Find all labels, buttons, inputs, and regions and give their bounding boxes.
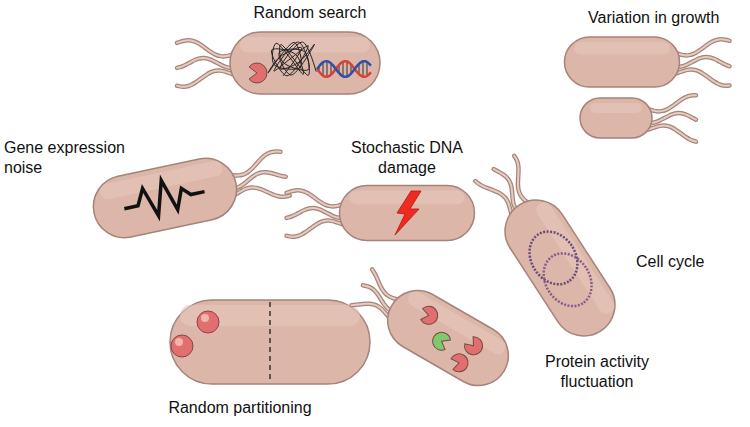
partitioned-molecule: [197, 311, 219, 333]
flagellum: [177, 40, 234, 56]
dna-rung: [343, 62, 344, 77]
cell-highlight: [590, 103, 642, 113]
flagellum: [234, 180, 290, 207]
cell-body: [565, 37, 680, 87]
flagellum-core: [177, 71, 234, 87]
flagellum-core: [231, 168, 286, 189]
flagellum: [648, 95, 696, 111]
cell-body: [377, 280, 520, 397]
protein: [249, 63, 267, 83]
flagellum: [287, 208, 344, 218]
cell-highlight: [405, 289, 508, 357]
caption-label: Random partitioning: [150, 398, 330, 418]
bacterium: [287, 186, 475, 241]
molecule-shine: [201, 314, 209, 322]
flagellum: [287, 221, 344, 237]
cell-body: [493, 188, 627, 348]
flagellum-core: [177, 40, 234, 56]
partitioned-molecule: [171, 335, 193, 357]
caption-label: Stochastic DNA damage: [347, 138, 467, 178]
flagellum-core: [648, 126, 696, 142]
flagellum: [177, 71, 234, 87]
flagellum: [231, 168, 286, 189]
cell-body: [580, 98, 652, 138]
flagellum-core: [351, 295, 391, 325]
protein: [462, 335, 486, 359]
molecule-shine: [175, 338, 183, 346]
flagellum-core: [676, 39, 730, 55]
protein: [429, 329, 452, 353]
dna-strand: [317, 61, 371, 77]
flagellum-core: [475, 172, 515, 221]
search-trajectory: [268, 42, 316, 76]
flagellum: [676, 39, 730, 55]
flagellum: [648, 126, 696, 142]
flagellum-core: [287, 190, 344, 206]
flagellum-core: [287, 208, 344, 218]
protein: [420, 305, 439, 326]
flagellum-core: [676, 70, 730, 86]
dna-rung: [367, 62, 368, 76]
flagellum: [177, 58, 234, 68]
bacterium: [469, 151, 627, 347]
bacterium: [170, 300, 370, 384]
flagellum: [676, 70, 730, 86]
flagellum: [475, 172, 515, 221]
dna-rung: [363, 61, 364, 77]
dna-rung: [347, 61, 348, 76]
damage-bolt: [395, 191, 421, 235]
cell-body: [340, 186, 475, 241]
bacterium: [580, 95, 696, 141]
chromosome: [534, 244, 601, 315]
caption-label: Gene expression noise: [4, 138, 144, 178]
dna-rung: [327, 61, 328, 77]
cell-highlight: [575, 42, 670, 55]
caption-label: Protein activity fluctuation: [522, 352, 672, 392]
chromosome: [520, 222, 587, 293]
caption-label: Random search: [245, 3, 375, 23]
dna-strand: [317, 61, 371, 77]
bacterium: [565, 37, 730, 87]
bacterium: [177, 32, 380, 94]
flagellum-core: [287, 221, 344, 237]
division-line: [269, 302, 271, 382]
flagellum: [676, 57, 730, 67]
cell-body: [88, 153, 243, 244]
bacterium: [88, 142, 292, 243]
dna-rung: [323, 62, 324, 75]
bacterium: [346, 262, 519, 396]
protein: [450, 352, 469, 373]
flagellum-core: [676, 57, 730, 67]
flagellum: [648, 113, 696, 123]
flagellum-core: [234, 180, 290, 207]
noise-signal: [120, 172, 207, 222]
cell-highlight: [533, 199, 617, 316]
cell-body: [170, 300, 370, 384]
flagellum-core: [177, 58, 234, 68]
flagellum-core: [648, 95, 696, 111]
caption-label: Cell cycle: [636, 252, 736, 272]
flagellum-core: [648, 113, 696, 123]
flagellum: [287, 190, 344, 206]
flagellum: [351, 295, 391, 325]
caption-label: Variation in growth: [588, 8, 746, 28]
cell-body: [230, 32, 380, 94]
